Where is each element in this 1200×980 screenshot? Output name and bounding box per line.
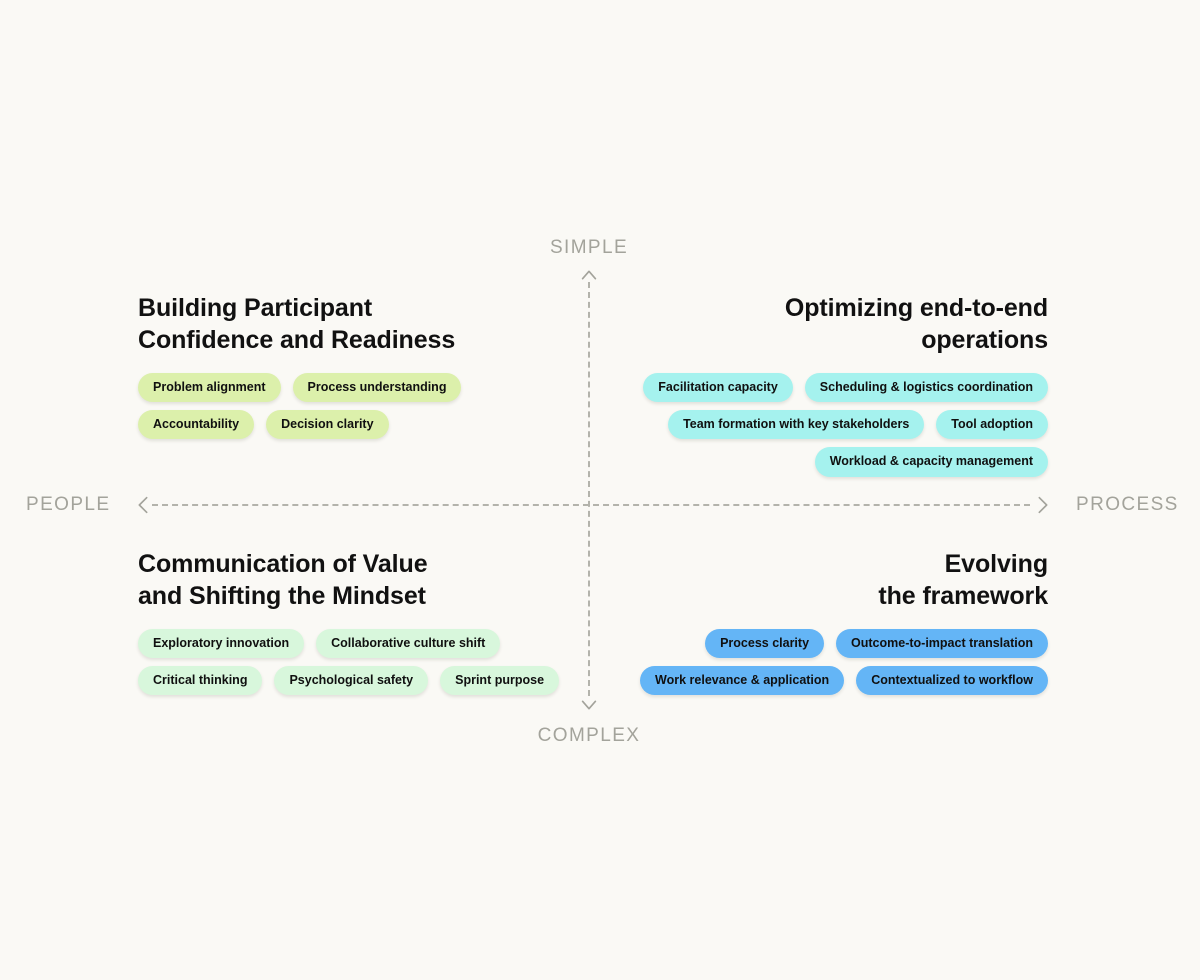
topic-pill[interactable]: Exploratory innovation	[138, 628, 305, 658]
chevron-down-icon	[578, 694, 600, 716]
quadrant-top-right: Optimizing end-to-end operations Facilit…	[628, 292, 1048, 477]
quadrant-title: Communication of Value and Shifting the …	[138, 550, 428, 611]
vertical-axis-line	[588, 282, 590, 696]
topic-pill[interactable]: Decision clarity	[266, 409, 389, 440]
topic-pill[interactable]: Tool adoption	[936, 409, 1048, 440]
topic-pill[interactable]: Workload & capacity management	[814, 447, 1048, 477]
axis-label-complex: COMPLEX	[537, 725, 641, 746]
quadrant-bottom-right: Evolving the framework Process clarity Ou…	[628, 548, 1048, 696]
topic-pill[interactable]: Process understanding	[292, 372, 462, 402]
pill-row: Accountability Decision clarity	[138, 409, 558, 440]
pill-row: Critical thinking Psychological safety Spr…	[138, 665, 560, 696]
topic-pill[interactable]: Team formation with key stakeholders	[668, 409, 925, 440]
pill-row: Team formation with key stakeholders Tool…	[628, 409, 1048, 440]
pill-row: Work relevance & application Contextualiz…	[628, 665, 1048, 696]
chevron-left-icon	[132, 494, 154, 516]
quadrant-title: Evolving the framework	[878, 550, 1048, 611]
pill-group: Exploratory innovation Collaborative cult…	[138, 628, 560, 696]
quadrant-title: Building Participant Confidence and Read…	[138, 294, 456, 355]
quadrant-bottom-left: Communication of Value and Shifting the …	[138, 548, 560, 696]
horizontal-axis-line	[152, 504, 1030, 506]
axis-label-simple: SIMPLE	[549, 237, 629, 258]
axis-label-process: PROCESS	[1076, 494, 1179, 515]
topic-pill[interactable]: Accountability	[138, 409, 255, 440]
pill-row: Exploratory innovation Collaborative cult…	[138, 628, 558, 658]
chevron-up-icon	[578, 264, 600, 286]
pill-group: Facilitation capacity Scheduling & logist…	[628, 372, 1048, 477]
topic-pill[interactable]: Outcome-to-impact translation	[836, 628, 1048, 658]
quadrant-top-left: Building Participant Confidence and Read…	[138, 292, 558, 440]
pill-row: Problem alignment Process understanding	[138, 372, 558, 402]
topic-pill[interactable]: Work relevance & application	[640, 665, 845, 696]
pill-row: Process clarity Outcome-to-impact transla…	[628, 628, 1048, 658]
topic-pill[interactable]: Facilitation capacity	[643, 372, 793, 402]
topic-pill[interactable]: Scheduling & logistics coordination	[804, 372, 1048, 402]
axis-label-people: PEOPLE	[26, 494, 111, 515]
chevron-right-icon	[1032, 494, 1054, 516]
topic-pill[interactable]: Problem alignment	[138, 372, 281, 402]
topic-pill[interactable]: Collaborative culture shift	[316, 628, 501, 658]
topic-pill[interactable]: Critical thinking	[138, 665, 263, 696]
pill-row: Workload & capacity management	[628, 447, 1048, 477]
topic-pill[interactable]: Sprint purpose	[440, 665, 560, 696]
topic-pill[interactable]: Process clarity	[705, 628, 825, 658]
topic-pill[interactable]: Contextualized to workflow	[856, 665, 1048, 696]
pill-row: Facilitation capacity Scheduling & logist…	[628, 372, 1048, 402]
topic-pill[interactable]: Psychological safety	[274, 665, 429, 696]
quadrant-title: Optimizing end-to-end operations	[784, 294, 1048, 355]
pill-group: Process clarity Outcome-to-impact transla…	[628, 628, 1048, 696]
